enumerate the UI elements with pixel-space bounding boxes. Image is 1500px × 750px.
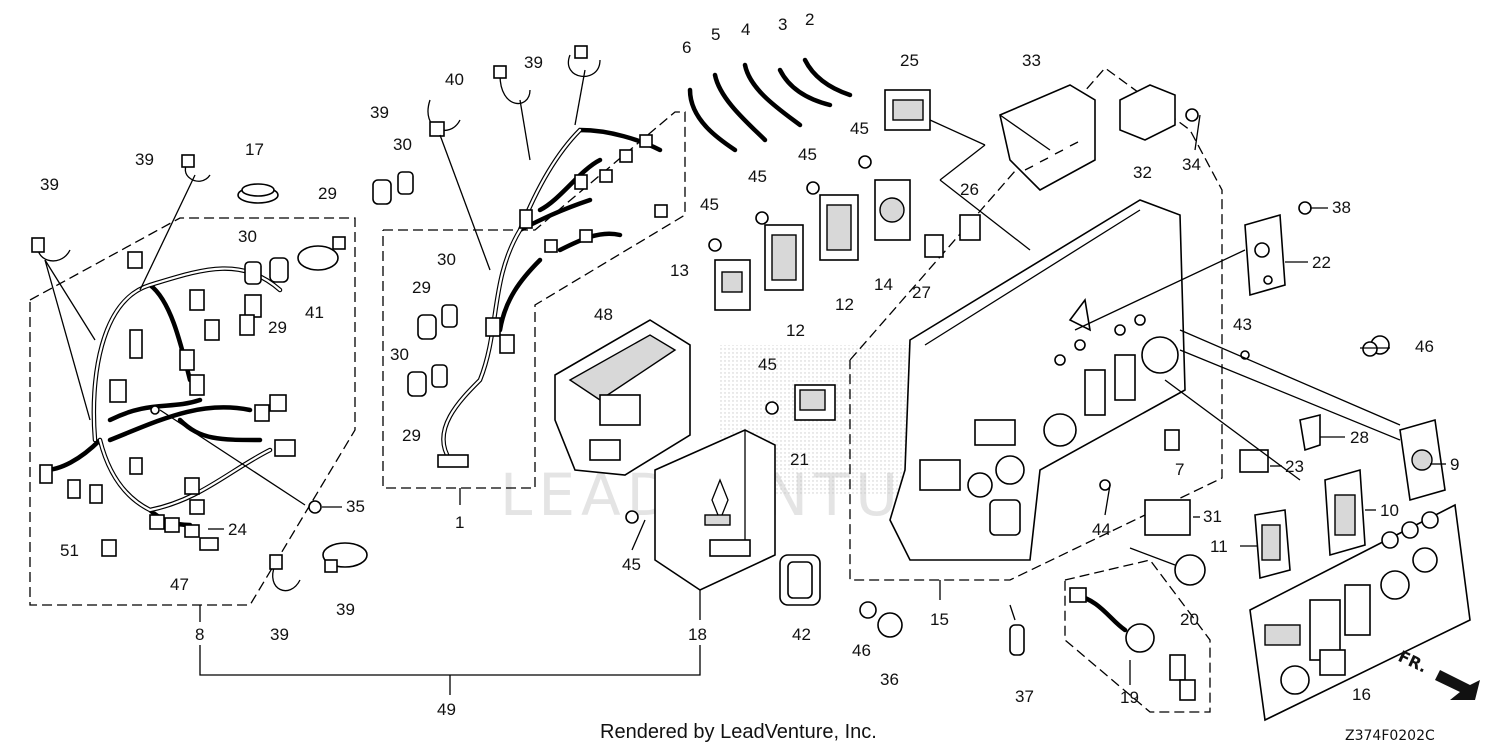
callout-45e: 45 xyxy=(758,355,777,374)
clamp-parts-left xyxy=(31,154,368,592)
callout-30b: 30 xyxy=(238,227,257,246)
callout-39f: 39 xyxy=(270,625,289,644)
callout-39c: 39 xyxy=(370,103,389,122)
callout-37: 37 xyxy=(1015,687,1034,706)
callout-26: 26 xyxy=(960,180,979,199)
callout-13: 13 xyxy=(670,261,689,280)
callout-44: 44 xyxy=(1092,520,1111,539)
callout-45b: 45 xyxy=(748,167,767,186)
callout-22: 22 xyxy=(1312,253,1331,272)
callout-45a: 45 xyxy=(700,195,719,214)
callout-2: 2 xyxy=(805,10,814,29)
receptacles xyxy=(708,155,911,311)
callout-30a: 30 xyxy=(393,135,412,154)
callout-38: 38 xyxy=(1332,198,1351,217)
callout-5: 5 xyxy=(711,25,720,44)
callout-3: 3 xyxy=(778,15,787,34)
callout-24: 24 xyxy=(228,520,247,539)
callout-49: 49 xyxy=(437,700,456,719)
callout-29a: 29 xyxy=(318,184,337,203)
leader-lines xyxy=(208,114,1446,621)
callout-31: 31 xyxy=(1203,507,1222,526)
callout-23: 23 xyxy=(1285,457,1304,476)
callout-17: 17 xyxy=(245,140,264,159)
bracket-22 xyxy=(1074,201,1312,331)
callout-42: 42 xyxy=(792,625,811,644)
callout-7: 7 xyxy=(1175,460,1184,479)
callout-1: 1 xyxy=(455,513,464,532)
callout-29d: 29 xyxy=(402,426,421,445)
callout-15: 15 xyxy=(930,610,949,629)
callout-46a: 46 xyxy=(1415,337,1434,356)
callout-28: 28 xyxy=(1350,428,1369,447)
key-switch-19 xyxy=(1069,587,1196,701)
group-line-8-49-18 xyxy=(199,645,701,676)
callout-16: 16 xyxy=(1352,685,1371,704)
control-box-18 xyxy=(654,429,776,591)
front-panel-16 xyxy=(1249,503,1471,722)
diagram-code: Z374F0202C xyxy=(1345,728,1435,744)
callout-8: 8 xyxy=(195,625,204,644)
callout-47: 47 xyxy=(170,575,189,594)
callout-35: 35 xyxy=(346,497,365,516)
callout-14: 14 xyxy=(874,275,893,294)
callout-20: 20 xyxy=(1180,610,1199,629)
clamp-parts-middle xyxy=(372,45,601,397)
control-panel-15 xyxy=(889,199,1186,561)
callout-48: 48 xyxy=(594,305,613,324)
callout-19: 19 xyxy=(1120,688,1139,707)
callout-33: 33 xyxy=(1022,51,1041,70)
callout-39e: 39 xyxy=(336,600,355,619)
callout-46b: 46 xyxy=(852,641,871,660)
switch-19-box xyxy=(1064,559,1211,713)
wire-harness-1 xyxy=(437,127,668,468)
callout-10: 10 xyxy=(1380,501,1399,520)
footer-credit: Rendered by LeadVenture, Inc. xyxy=(600,721,877,743)
callout-51: 51 xyxy=(60,541,79,560)
callout-40: 40 xyxy=(445,70,464,89)
cables-2-6 xyxy=(687,57,853,153)
callout-43: 43 xyxy=(1233,315,1252,334)
callout-12b: 12 xyxy=(835,295,854,314)
callout-18: 18 xyxy=(688,625,707,644)
callout-39d: 39 xyxy=(524,53,543,72)
callout-labels: 1 2 3 4 5 6 7 8 9 10 11 12 12 13 14 15 1… xyxy=(40,10,1459,719)
callout-21: 21 xyxy=(790,450,809,469)
callout-34: 34 xyxy=(1182,155,1201,174)
callout-4: 4 xyxy=(741,20,750,39)
callout-27: 27 xyxy=(912,283,931,302)
breakers xyxy=(765,89,1031,421)
receptacle-plates xyxy=(1254,418,1446,580)
callout-32: 32 xyxy=(1133,163,1152,182)
cover-33 xyxy=(999,84,1096,191)
callout-30d: 30 xyxy=(390,345,409,364)
callout-39a: 39 xyxy=(40,175,59,194)
wire-harness-8 xyxy=(39,251,296,557)
panel-15-box xyxy=(849,67,1223,581)
callout-36: 36 xyxy=(880,670,899,689)
small-hardware xyxy=(625,329,1401,656)
harness-1-box xyxy=(382,111,686,489)
direction-label: FR. xyxy=(1395,647,1430,677)
callout-45f: 45 xyxy=(622,555,641,574)
front-direction-arrow xyxy=(1435,670,1480,700)
unit-32 xyxy=(1119,84,1199,141)
callout-41: 41 xyxy=(305,303,324,322)
callout-29c: 29 xyxy=(412,278,431,297)
callout-11: 11 xyxy=(1210,537,1228,556)
callout-45d: 45 xyxy=(850,119,869,138)
callout-25: 25 xyxy=(900,51,919,70)
callout-12a: 12 xyxy=(786,321,805,340)
callout-30c: 30 xyxy=(437,250,456,269)
callout-39b: 39 xyxy=(135,150,154,169)
callout-9: 9 xyxy=(1450,455,1459,474)
callout-29b: 29 xyxy=(268,318,287,337)
callout-45c: 45 xyxy=(798,145,817,164)
callout-6: 6 xyxy=(682,38,691,57)
harness-8-box xyxy=(29,217,356,606)
outlet-cover-48 xyxy=(554,319,691,476)
